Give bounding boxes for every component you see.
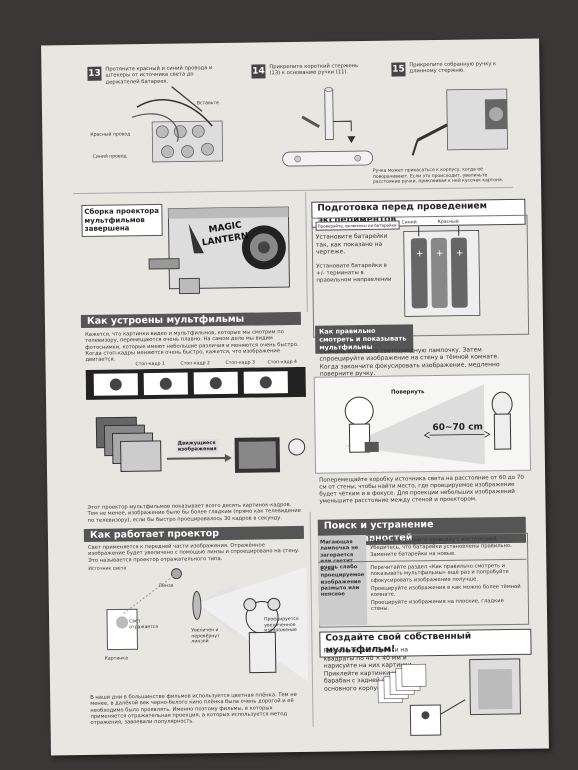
projector-diagram [106,566,308,682]
battery-illustration: + + + [403,225,481,317]
prep-text-1: Установите батарейки так, как показано н… [315,232,388,256]
lantern-illustration [148,206,290,295]
cartoons-bottom-text: Этот проектор мультфильмов показывает вс… [87,502,301,524]
frame-3-label: Стоп-кадр 3 [225,360,255,366]
wiring-illustration [131,86,224,163]
trouble-a2-3: Проецируйте изображения на плоские, глад… [370,598,504,613]
turn-label: Повернуть [390,389,425,396]
trouble-a2-2: Проецируйте изображения в как можно боле… [370,583,521,599]
step-13-number: 13 [87,66,102,81]
handle-attach-illustration [411,88,508,156]
trouble-a2-1: Перечитайте раздел «Как правильно смотре… [370,563,509,584]
distance-label: 60~70 cm [432,422,483,434]
step-15-note: Ручка может прикасаться к корпусу, когда… [372,167,504,185]
view-bottom-text: Поперемещайте коробку источника света на… [319,474,525,505]
prep-tip: Проверяйте, включены ли батарейки [315,220,400,231]
label-light-reflected: Свет отражается [129,619,159,630]
frame-4-label: Стоп-кадр 4 [267,359,297,366]
handle-illustration [282,87,374,167]
label-lens: Линза [158,583,174,589]
projector-text: Свет применяется к передней части изобра… [88,542,300,564]
svg-text:+: + [436,249,444,259]
cartoons-header: Как устроены мультфильмы [80,311,301,328]
frame-1-label: Стоп-кадр 1 [135,361,165,368]
label-blue-wire: Синий провод [92,154,127,160]
trouble-q2: Если проецируемое изображение размыто ил… [320,566,365,598]
drum-illustration [377,658,521,736]
label-light-source: Источник света [88,566,127,572]
cartoons-text: Кажется, что картинки видео и мультфильм… [85,329,299,364]
instruction-sheet: 13 Протяните красный и синий провода и ш… [41,38,549,756]
svg-text:+: + [416,249,424,259]
svg-text:+: + [456,249,464,259]
projection-scene-illustration [344,384,513,465]
prep-text-2: Установите батарейки в +/- терминаты в п… [316,262,392,284]
label-red-wire: Красный провод [90,132,131,138]
cartoon-frames-illustration [85,366,306,473]
label-blue: Синий [401,220,417,226]
label-insert: Вставьте [196,101,220,107]
step-14-text: Прикрепите короткий стержень (13) к осно… [269,63,359,77]
frame-2-label: Стоп-кадр 2 [180,361,210,367]
label-projected: Проецируется увеличенное изображение [264,616,299,634]
step-15-text: Прикрепите собранную ручку к длинному ст… [409,61,497,75]
projector-bottom-text: В наши дни в большинстве фильмов использ… [90,692,297,727]
projector-header: Как работает проектор [83,525,304,542]
step-14-number: 14 [251,64,266,79]
label-enlarged: Увеличен и перевёрнут линзой [191,628,220,645]
moving-images-label: Движущиеся изображения [176,439,219,454]
label-red: Красный [437,219,459,225]
step-15-number: 15 [391,62,406,77]
label-picture: Картинка [104,656,128,662]
